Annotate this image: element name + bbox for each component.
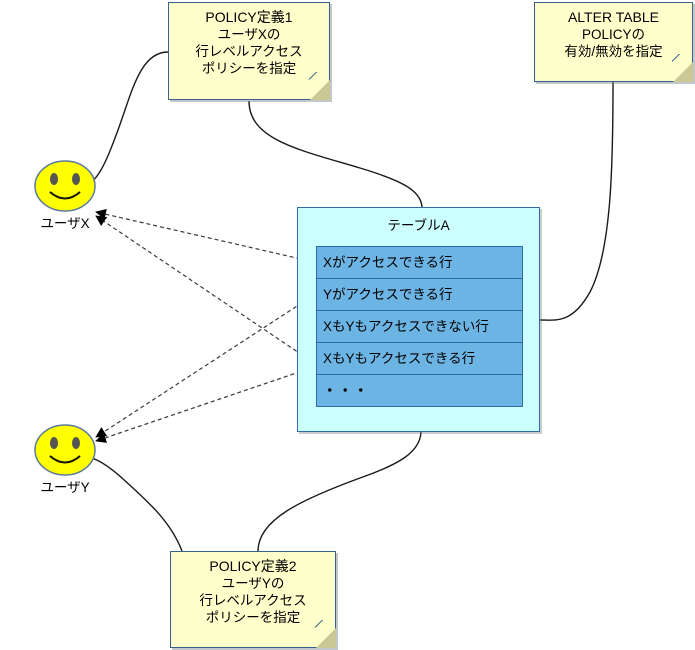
note-policy-definition-2[interactable]: POLICY定義2 ユーザYの 行レベルアクセス ポリシーを指定 — [170, 551, 336, 648]
note-alter-line-1: ALTER TABLE — [567, 9, 660, 25]
connector-policy1-to-table — [248, 100, 423, 208]
smiley-face-icon — [34, 160, 96, 212]
note-policy1-line-1: POLICY定義1 — [205, 9, 293, 25]
actor-user-x-label: ユーザX — [40, 216, 90, 231]
actor-user-x[interactable]: ユーザX — [24, 160, 106, 232]
note-policy1-line-3: 行レベルアクセス — [195, 44, 303, 59]
note-policy2-line-2: ユーザYの — [221, 576, 285, 591]
table-row-more[interactable]: ・・・ — [316, 374, 523, 407]
table-a-rows: Xがアクセスできる行 Yがアクセスできる行 XもYもアクセスできない行 XもYも… — [316, 246, 523, 407]
note-alter-table-policy[interactable]: ALTER TABLE POLICYの 有効/無効を指定 — [534, 2, 693, 82]
note-policy1-line-4: ポリシーを指定 — [201, 61, 297, 76]
connector-policy2-to-table — [257, 431, 422, 552]
note-alter-line-3: 有効/無効を指定 — [564, 44, 663, 59]
note-policy2-line-4: ポリシーを指定 — [205, 610, 301, 625]
note-alter-line-2: POLICYの — [581, 27, 646, 42]
table-row[interactable]: Yがアクセスできる行 — [316, 278, 523, 311]
note-policy2-line-3: 行レベルアクセス — [199, 593, 307, 608]
access-arrow-row4-to-usery — [95, 366, 315, 443]
actor-user-y[interactable]: ユーザY — [24, 424, 106, 496]
actor-user-y-label: ユーザY — [40, 480, 90, 495]
note-policy-definition-1[interactable]: POLICY定義1 ユーザXの 行レベルアクセス ポリシーを指定 — [168, 2, 330, 100]
table-a-title: テーブルA — [387, 218, 450, 233]
note-fold-edge-icon — [665, 54, 693, 82]
access-arrow-row2-to-usery — [95, 294, 315, 438]
note-policy1-line-2: ユーザXの — [217, 27, 281, 42]
note-policy2-line-1: POLICY定義2 — [209, 558, 297, 574]
table-row[interactable]: Xがアクセスできる行 — [316, 246, 523, 279]
table-a-box[interactable]: テーブルA Xがアクセスできる行 Yがアクセスできる行 XもYもアクセスできない… — [297, 207, 540, 432]
access-arrow-row4-to-userx — [95, 215, 315, 364]
access-arrow-row1-to-userx — [95, 208, 315, 263]
smiley-face-icon — [34, 424, 96, 476]
table-row[interactable]: XもYもアクセスできる行 — [316, 342, 523, 375]
table-row[interactable]: XもYもアクセスできない行 — [316, 310, 523, 343]
connector-alter-to-table — [539, 81, 614, 321]
note-fold-edge-icon — [308, 620, 336, 648]
note-fold-edge-icon — [302, 72, 330, 100]
